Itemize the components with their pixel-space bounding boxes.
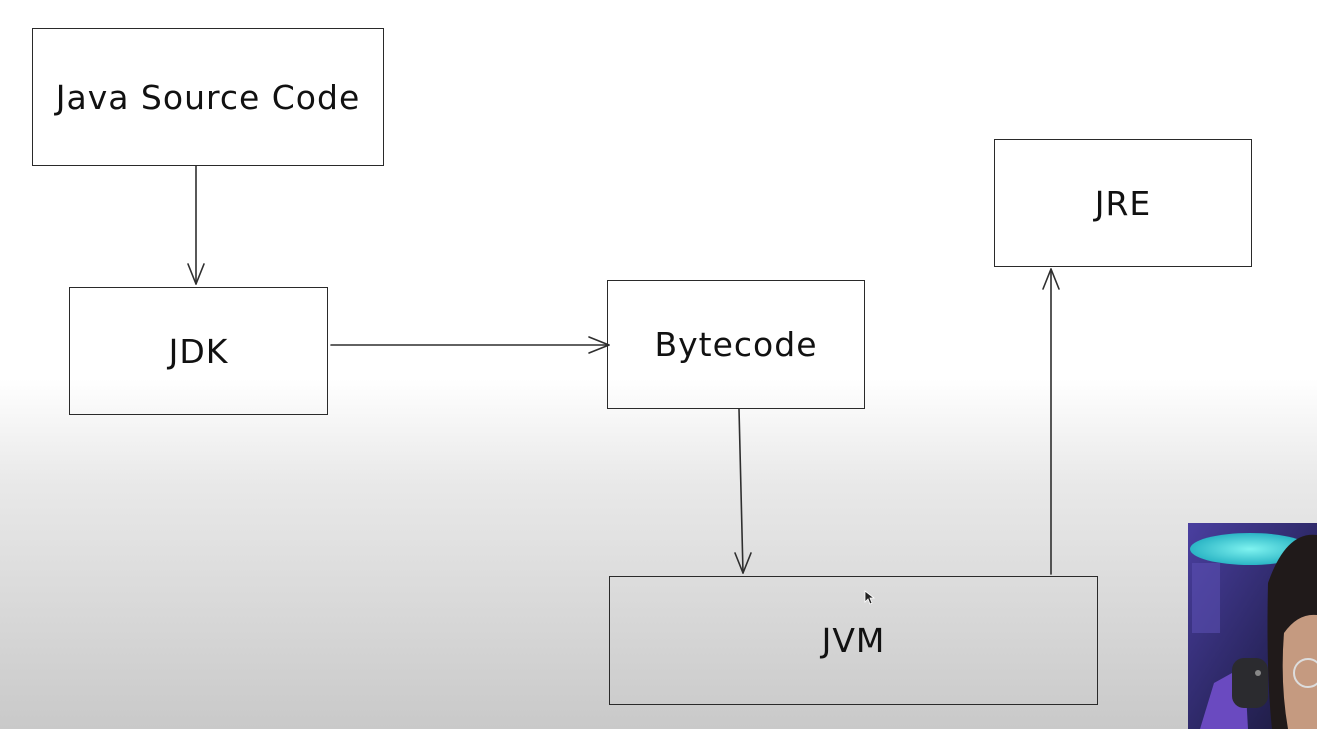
webcam-overlay [1188, 523, 1317, 729]
node-bytecode: Bytecode [607, 280, 865, 409]
node-java-source-code: Java Source Code [32, 28, 384, 166]
node-jre: JRE [994, 139, 1252, 267]
node-label: JRE [1094, 183, 1152, 223]
node-label: JDK [168, 331, 229, 371]
node-label: Bytecode [654, 325, 818, 364]
node-jdk: JDK [69, 287, 328, 415]
arrow-source-to-jdk [187, 165, 205, 285]
node-label: JVM [821, 621, 886, 660]
node-label: Java Source Code [55, 77, 361, 117]
mouse-cursor-icon [864, 590, 876, 605]
arrow-bytecode-to-jvm [734, 408, 752, 574]
arrow-jvm-to-jre [1042, 268, 1060, 575]
node-jvm: JVM [609, 576, 1098, 705]
arrow-jdk-to-bytecode [330, 336, 610, 354]
